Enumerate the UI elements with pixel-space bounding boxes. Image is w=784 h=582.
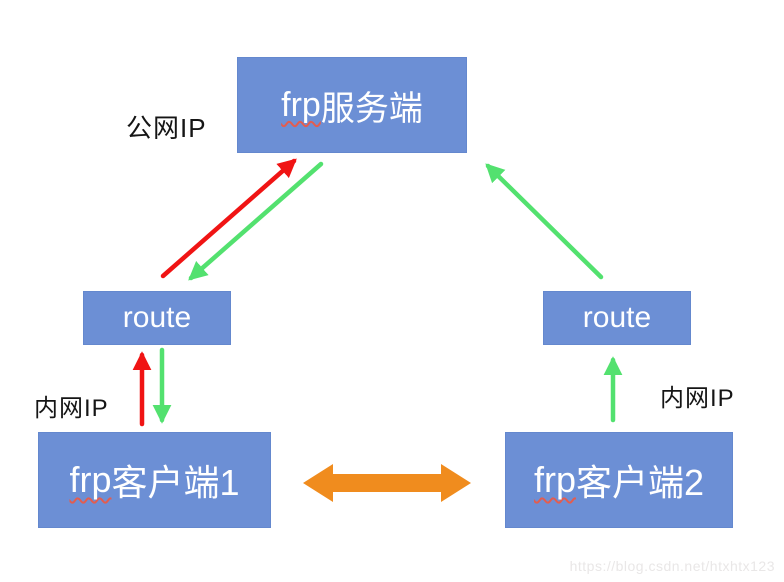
- node-frp-client1-cjk-text: 客户端1: [111, 462, 240, 503]
- node-frp-client2-latin-text: frp: [533, 459, 576, 500]
- node-frp-server-latin-text: frp: [281, 85, 321, 124]
- label-public-ip: 公网IP: [126, 113, 207, 143]
- arrow-client1-client2-bidirectional: [303, 464, 471, 502]
- watermark-url: https://blog.csdn.net/htxhtx123: [569, 558, 775, 574]
- node-frp-client1-latin-text: frp: [69, 459, 112, 500]
- label-lan-ip-left: 内网IP: [34, 395, 109, 422]
- node-route-left-label: route: [122, 301, 192, 334]
- node-route-left: route: [83, 291, 231, 345]
- arrow-route-right-to-server: [485, 163, 604, 280]
- node-route-right-label: route: [582, 301, 652, 334]
- arrow-route-left-to-server: [160, 158, 297, 279]
- node-frp-server-cjk-text: 服务端: [320, 89, 423, 128]
- arrow-server-to-route-left: [188, 161, 324, 281]
- node-route-right: route: [543, 291, 691, 345]
- node-frp-client2-cjk-text: 客户端2: [575, 462, 705, 503]
- label-lan-ip-right: 内网IP: [660, 385, 735, 412]
